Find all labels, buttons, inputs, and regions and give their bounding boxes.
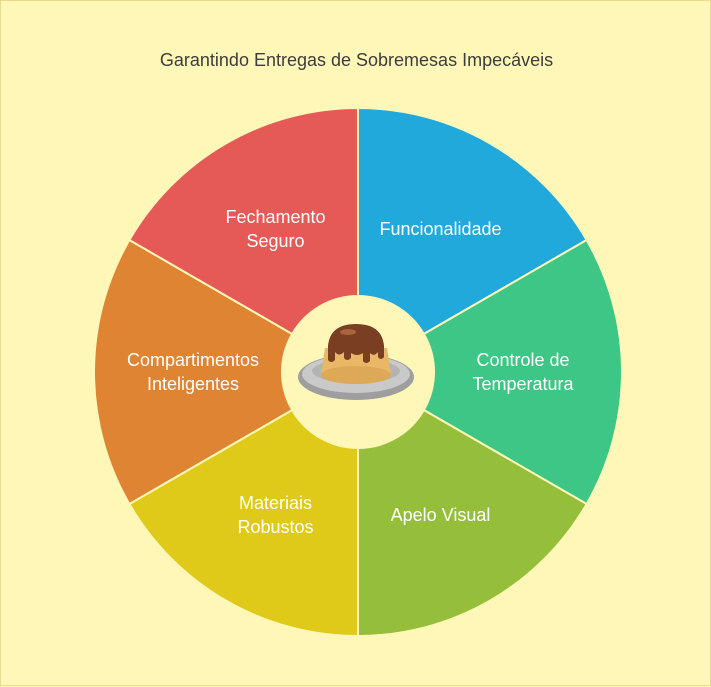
segment-label-line: Materiais	[239, 493, 312, 513]
segment-label-line: Inteligentes	[147, 374, 239, 394]
segment-label-line: Funcionalidade	[379, 219, 501, 239]
segment-label-line: Apelo Visual	[391, 505, 491, 525]
segment-label-0: Funcionalidade	[379, 219, 501, 239]
diagram-title: Garantindo Entregas de Sobremesas Impecá…	[159, 50, 554, 70]
segment-label-line: Robustos	[237, 517, 313, 537]
segment-label-line: Controle de	[476, 350, 569, 370]
segment-label-2: Apelo Visual	[391, 505, 491, 525]
pudding-on-plate-icon	[298, 324, 414, 400]
segment-label-1: Controle de Temperatura	[472, 350, 574, 394]
segment-label-line: Fechamento	[225, 207, 325, 227]
segment-label-line: Temperatura	[472, 374, 574, 394]
segment-label-line: Compartimentos	[127, 350, 259, 370]
segment-label-line: Seguro	[246, 231, 304, 251]
